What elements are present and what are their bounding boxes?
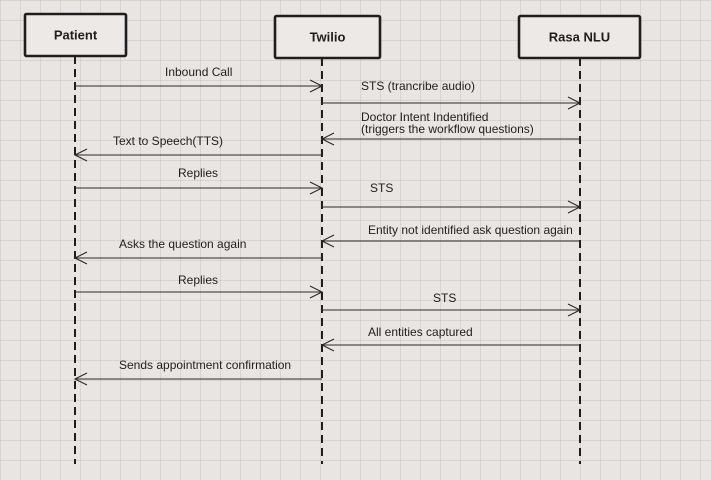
message-label: Asks the question again [119,237,246,251]
message-label: STS [433,291,456,305]
arrowhead-icon [567,303,582,317]
message-label: STS [370,181,393,195]
message-label: Doctor Intent Indentified [361,110,488,124]
actors: Patient Twilio Rasa NLU [23,12,642,60]
message-label: All entities captured [368,325,473,339]
message-label: Text to Speech(TTS) [113,134,223,148]
arrowhead-icon [567,96,582,110]
message-9: Replies [75,273,324,299]
message-label: (triggers the workflow questions) [361,122,534,136]
arrowhead-icon [309,285,324,299]
message-4: Text to Speech(TTS) [73,134,322,162]
arrowhead-icon [73,251,88,265]
message-label: STS (trancribe audio) [361,79,475,93]
actor-box-twilio [273,14,382,60]
lifelines [74,56,581,464]
arrowhead-icon [73,372,88,386]
arrowhead-icon [309,181,324,195]
message-2: STS (trancribe audio) [322,79,582,110]
actor-label-twilio: Twilio [310,30,346,45]
message-6: STS [322,181,582,214]
message-12: Sends appointment confirmation [73,358,322,386]
actor-box-rasa [517,14,642,60]
actor-label-rasa: Rasa NLU [549,30,610,45]
arrowhead-icon [320,132,335,146]
actor-rasa: Rasa NLU [517,14,642,60]
actor-twilio: Twilio [273,14,382,60]
message-3: Doctor Intent Indentified(triggers the w… [320,110,580,146]
message-5: Replies [75,166,324,195]
actor-label-patient: Patient [54,28,98,43]
actor-box-patient [23,12,128,58]
message-11: All entities captured [320,325,580,352]
message-8: Asks the question again [73,237,322,265]
message-label: Sends appointment confirmation [119,358,291,372]
message-label: Entity not identified ask question again [368,223,573,237]
arrowhead-icon [320,234,335,248]
arrowhead-icon [320,338,335,352]
message-10: STS [322,291,582,317]
arrowhead-icon [73,148,88,162]
actor-patient: Patient [23,12,128,58]
message-label: Replies [178,166,218,180]
arrowhead-icon [309,79,324,93]
message-1: Inbound Call [75,65,324,93]
message-label: Replies [178,273,218,287]
message-label: Inbound Call [165,65,232,79]
arrowhead-icon [567,200,582,214]
message-7: Entity not identified ask question again [320,223,580,248]
